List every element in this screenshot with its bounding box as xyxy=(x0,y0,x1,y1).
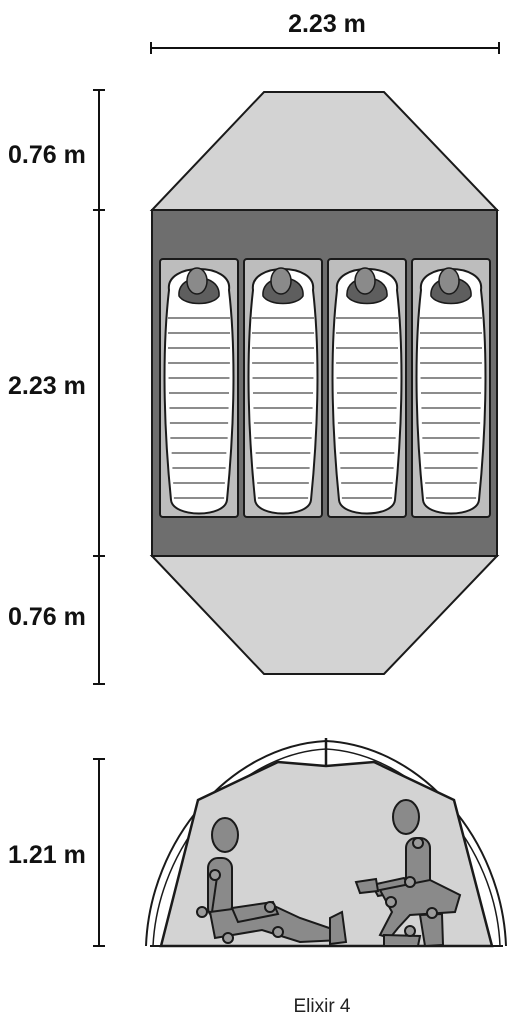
seated-person-left xyxy=(196,817,348,946)
length-dimensions: 0.76 m 2.23 m 0.76 m xyxy=(8,89,105,685)
seated-person-right xyxy=(354,799,462,948)
sleeping-occupant xyxy=(327,258,407,518)
product-caption: Elixir 4 xyxy=(293,996,350,1017)
sleeping-occupant xyxy=(243,258,323,518)
sleeping-occupant xyxy=(159,258,239,518)
sleeping-occupants xyxy=(159,258,491,518)
sleeping-occupant xyxy=(411,258,491,518)
rear-vestibule-label: 0.76 m xyxy=(8,603,86,631)
sleeper-head xyxy=(438,267,460,295)
width-label: 2.23 m xyxy=(288,10,366,38)
floor-length-label: 2.23 m xyxy=(8,372,86,400)
width-dimension: 2.23 m xyxy=(150,10,500,54)
front-vestibule xyxy=(149,91,500,211)
height-dimension: 1.21 m xyxy=(8,758,105,947)
sleeper-head xyxy=(270,267,292,295)
front-vestibule-label: 0.76 m xyxy=(8,141,86,169)
sleeping-bag xyxy=(331,268,403,515)
side-view xyxy=(145,738,507,948)
floor-plan xyxy=(149,91,500,675)
sleeping-bag xyxy=(247,268,319,515)
sleeper-head xyxy=(186,267,208,295)
sleeping-bag xyxy=(163,268,235,515)
rear-vestibule xyxy=(149,555,500,675)
peak-height-label: 1.21 m xyxy=(8,841,86,869)
sleeper-head xyxy=(354,267,376,295)
sleeping-bag xyxy=(415,268,487,515)
